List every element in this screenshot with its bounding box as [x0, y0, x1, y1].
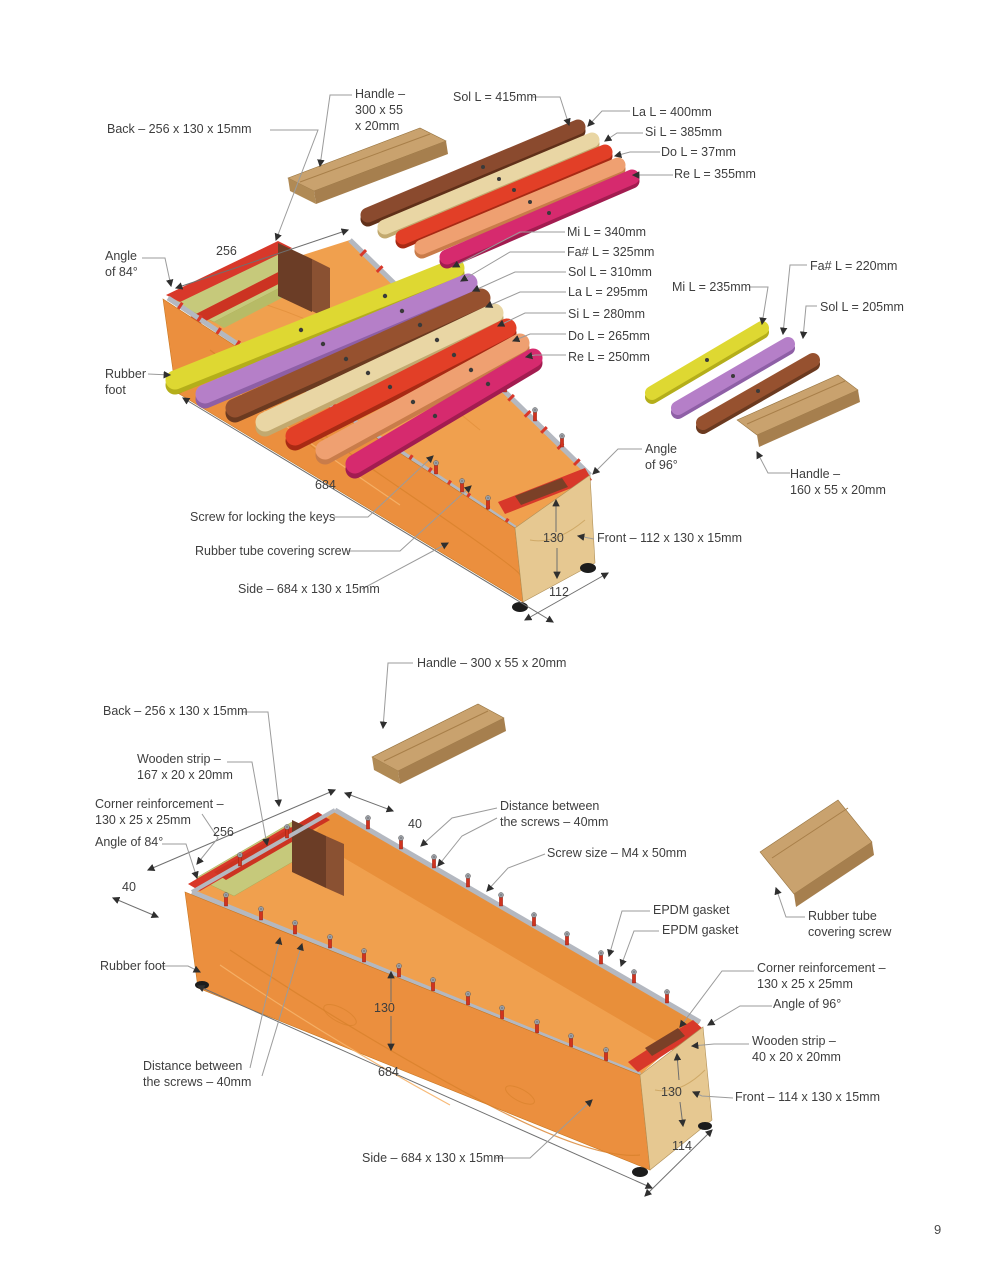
- label-top-front: Front – 112 x 130 x 15mm: [597, 531, 742, 545]
- bottom-handle: [371, 703, 506, 784]
- dim-top-684: 684: [315, 478, 336, 492]
- label-bottom-rubber-foot: Rubber foot: [100, 959, 166, 973]
- label-bottom-angle-96: Angle of 96°: [773, 997, 842, 1011]
- label-bottom-angle-84: Angle of 84°: [95, 835, 164, 849]
- leader-lines-bottom: [160, 662, 805, 1159]
- key-fa-325: [195, 273, 478, 404]
- dim-bottom-130-right: 130: [661, 1085, 682, 1099]
- key-la-400: [377, 132, 600, 235]
- label-top-back: Back – 256 x 130 x 15mm: [107, 122, 252, 136]
- label-corner-reinforcement-back: Corner reinforcement – 130 x 25 x 25mm: [95, 797, 224, 827]
- label-bottom-front: Front – 114 x 130 x 15mm: [735, 1090, 880, 1104]
- dim-bottom-40-top: 40: [408, 817, 422, 831]
- bottom-front-wooden-strip: [645, 1028, 685, 1056]
- key-do-370: [414, 157, 626, 255]
- label-bottom-rubber-tube: Rubber tube covering screw: [808, 909, 892, 939]
- dim-top-130: 130: [543, 531, 564, 545]
- label-bottom-handle: Handle – 300 x 55 x 20mm: [417, 656, 567, 670]
- top-diagram: [142, 94, 860, 623]
- key-sol-310: [225, 288, 491, 418]
- dim-top-256: 256: [216, 244, 237, 258]
- dim-bottom-684: 684: [378, 1065, 399, 1079]
- label-top-angle-96: Angle of 96°: [645, 442, 678, 472]
- label-mini-handle: Handle – 160 x 55 x 20mm: [790, 467, 886, 497]
- label-corner-reinforcement-front: Corner reinforcement – 130 x 25 x 25mm: [757, 961, 886, 991]
- label-bottom-side: Side – 684 x 130 x 15mm: [362, 1151, 504, 1165]
- label-key-re-250: Re L = 250mm: [568, 350, 650, 364]
- label-key-la-295: La L = 295mm: [568, 285, 648, 299]
- label-top-angle-84: Angle of 84°: [105, 249, 138, 279]
- label-key-do-265: Do L = 265mm: [568, 329, 650, 343]
- label-key-si-385: Si L = 385mm: [645, 125, 723, 139]
- leader-lines: [142, 94, 817, 590]
- label-key-sol-415: Sol L = 415mm: [453, 90, 537, 104]
- label-screw-size: Screw size – M4 x 50mm: [547, 846, 687, 860]
- dimension-lines-bottom: [111, 789, 713, 1197]
- mini-handle: [736, 374, 860, 447]
- label-screw-lock: Screw for locking the keys: [190, 510, 336, 524]
- label-wooden-strip-back: Wooden strip – 167 x 20 x 20mm: [137, 752, 233, 782]
- label-screw-distance-side: Distance between the screws – 40mm: [143, 1059, 252, 1089]
- bottom-diagram: [111, 662, 874, 1197]
- label-key-la-400: La L = 400mm: [632, 105, 712, 119]
- dimension-lines: [174, 228, 609, 623]
- dim-bottom-40-left: 40: [122, 880, 136, 894]
- label-epdm-gasket-2: EPDM gasket: [662, 923, 739, 937]
- exploded-keys: [360, 119, 640, 269]
- top-handle: [287, 127, 448, 204]
- label-key-sol-205: Sol L = 205mm: [820, 300, 904, 314]
- key-mi-340: [165, 258, 465, 390]
- key-si-385: [395, 144, 613, 245]
- label-key-sol-310: Sol L = 310mm: [568, 265, 652, 279]
- rubber-tube-plank: [759, 799, 874, 907]
- label-top-side: Side – 684 x 130 x 15mm: [238, 582, 380, 596]
- label-top-rubber-tube: Rubber tube covering screw: [195, 544, 351, 558]
- key-sol-415: [360, 119, 586, 223]
- label-bottom-back: Back – 256 x 130 x 15mm: [103, 704, 248, 718]
- dim-bottom-114: 114: [672, 1139, 692, 1153]
- label-top-rubber-foot: Rubber foot: [105, 367, 146, 397]
- label-key-re-355: Re L = 355mm: [674, 167, 756, 181]
- label-key-do-370: Do L = 37mm: [661, 145, 736, 159]
- dim-bottom-130-side: 130: [374, 1001, 395, 1015]
- label-wooden-strip-front: Wooden strip – 40 x 20 x 20mm: [752, 1034, 841, 1064]
- label-key-mi-235: Mi L = 235mm: [672, 280, 752, 294]
- key-re-355: [439, 169, 640, 265]
- page-number: 9: [934, 1222, 942, 1237]
- label-key-fa-325: Fa# L = 325mm: [567, 245, 655, 259]
- label-top-handle: Handle – 300 x 55 x 20mm: [355, 87, 406, 133]
- label-key-mi-340: Mi L = 340mm: [567, 225, 647, 239]
- label-epdm-gasket-1: EPDM gasket: [653, 903, 730, 917]
- dim-top-112: 112: [549, 585, 569, 599]
- label-screw-distance-top: Distance between the screws – 40mm: [500, 799, 609, 829]
- dim-bottom-256: 256: [213, 825, 234, 839]
- label-key-fa-220: Fa# L = 220mm: [810, 259, 898, 273]
- label-key-si-280: Si L = 280mm: [568, 307, 646, 321]
